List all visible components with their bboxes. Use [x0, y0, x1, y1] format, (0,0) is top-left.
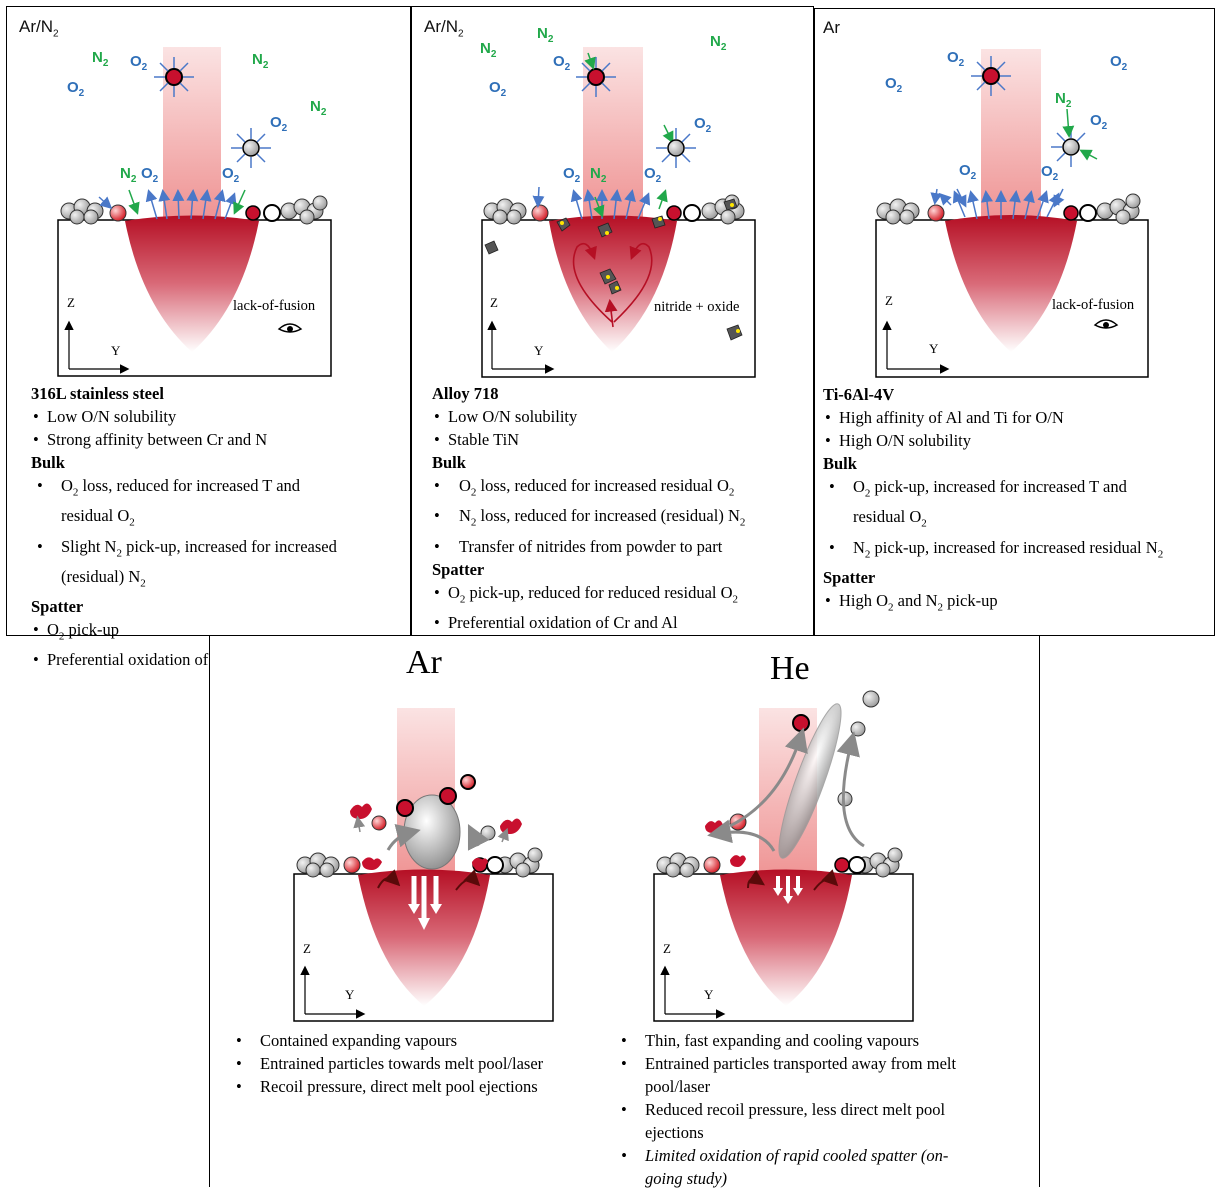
bulk-heading: Bulk: [432, 453, 466, 472]
o2-label: O2: [67, 79, 85, 99]
axis-z-label: Z: [885, 293, 893, 308]
bulk-item: O2 loss, reduced for increased T andresi…: [31, 474, 337, 535]
bulk-item: Slight N2 pick-up, increased for increas…: [31, 535, 337, 596]
bulk-item: O2 pick-up, increased for increased T an…: [823, 475, 1163, 536]
property-item: High affinity of Al and Ti for O/N: [823, 406, 1163, 429]
axis-y-label: Y: [929, 341, 939, 356]
spatter-item: O2 pick-up, reduced for reduced residual…: [432, 581, 745, 611]
bullet-item: Thin, fast expanding and cooling vapours: [615, 1029, 956, 1052]
o2-label: O2: [1090, 112, 1108, 132]
axis-z-label: Z: [490, 295, 498, 310]
spatter-item: Preferential oxidation of Cr and Al: [432, 611, 745, 634]
o2-label: O2: [885, 75, 903, 95]
bullet-item: Entrained particles transported away fro…: [615, 1052, 956, 1098]
text-block-316l: 316L stainless steel Low O/N solubility …: [31, 382, 337, 671]
atmosphere-title-ar: Ar: [406, 644, 442, 681]
o2-label: O2: [130, 53, 148, 73]
n2-label: N2: [252, 51, 269, 71]
o2-label: O2: [947, 49, 965, 69]
o2-label: O2: [1041, 163, 1059, 183]
text-block-alloy718: Alloy 718 Low O/N solubility Stable TiN …: [432, 382, 745, 664]
bullet-item: Reduced recoil pressure, less direct mel…: [615, 1098, 956, 1144]
bullets-ar: Contained expanding vapours Entrained pa…: [230, 1029, 543, 1098]
bullet-item: Recoil pressure, direct melt pool ejecti…: [230, 1075, 543, 1098]
bullet-item: Limited oxidation of rapid cooled spatte…: [615, 1144, 956, 1190]
bulk-item: Transfer of nitrides from powder to part: [432, 535, 745, 558]
o2-label: O2: [563, 165, 581, 185]
bulk-heading: Bulk: [31, 453, 65, 472]
bullets-he: Thin, fast expanding and cooling vapours…: [615, 1029, 956, 1190]
schematic-he: [653, 690, 914, 1022]
axis-y-label: Y: [534, 343, 544, 358]
o2-label: O2: [489, 79, 507, 99]
o2-label: O2: [553, 53, 571, 73]
alloy-title: 316L stainless steel: [31, 384, 164, 403]
property-item: High O/N solubility: [823, 429, 1163, 452]
axis-y-label: Y: [111, 343, 121, 358]
panel-ar-vs-he: Ar He: [209, 635, 1040, 1190]
bulk-heading: Bulk: [823, 454, 857, 473]
axis-z-label: Z: [663, 941, 671, 956]
bulk-item: N2 pick-up, increased for increased resi…: [823, 536, 1163, 566]
annotation: lack-of-fusion: [1052, 297, 1135, 313]
axis-y-label: Y: [345, 987, 355, 1002]
axis-z-label: Z: [67, 295, 75, 310]
schematic-ti6al4v: [875, 49, 1149, 378]
alloy-title: Ti-6Al-4V: [823, 385, 895, 404]
panel-316l: Ar/N2: [6, 6, 411, 671]
panel-ti6al4v: Ar: [814, 8, 1215, 636]
atmosphere-title-he: He: [770, 650, 810, 687]
n2-label: N2: [710, 33, 727, 53]
n2-label: N2: [590, 165, 607, 185]
schematic-ar: [293, 708, 554, 1022]
spatter-heading: Spatter: [31, 597, 84, 617]
bulk-item: N2 loss, reduced for increased (residual…: [432, 504, 745, 534]
atmosphere-label: Ar/N2: [19, 17, 59, 40]
property-item: Strong affinity between Cr and N: [31, 428, 337, 451]
o2-label: O2: [959, 162, 977, 182]
atmosphere-label: Ar: [823, 18, 840, 37]
o2-label: O2: [270, 114, 288, 134]
n2-label: N2: [310, 98, 327, 118]
n2-label: N2: [480, 40, 497, 60]
bullet-item: Contained expanding vapours: [230, 1029, 543, 1052]
o2-label: O2: [644, 165, 662, 185]
o2-label: O2: [222, 165, 240, 185]
spatter-item: O2 pick-up: [31, 618, 337, 648]
n2-label: N2: [1055, 90, 1072, 110]
annotation: nitride + oxide: [654, 299, 740, 315]
property-item: Low O/N solubility: [432, 405, 745, 428]
o2-label: O2: [141, 165, 159, 185]
atmosphere-label: Ar/N2: [424, 17, 464, 40]
spatter-item: High O2 and N2 pick-up: [823, 589, 1163, 619]
schematic-316l: [57, 47, 332, 377]
n2-label: N2: [92, 49, 109, 69]
schematic-alloy718: [481, 47, 756, 378]
axis-z-label: Z: [303, 941, 311, 956]
o2-label: O2: [694, 115, 712, 135]
text-block-ti6al4v: Ti-6Al-4V High affinity of Al and Ti for…: [823, 383, 1163, 619]
property-item: Stable TiN: [432, 428, 745, 451]
axis-y-label: Y: [704, 987, 714, 1002]
n2-label: N2: [537, 25, 554, 45]
spatter-heading: Spatter: [823, 567, 876, 587]
bulk-item: O2 loss, reduced for increased residual …: [432, 474, 745, 504]
panel-alloy718: Ar/N2: [411, 6, 814, 658]
alloy-title: Alloy 718: [432, 384, 499, 403]
bullet-item: Entrained particles towards melt pool/la…: [230, 1052, 543, 1075]
o2-label: O2: [1110, 53, 1128, 73]
property-item: Low O/N solubility: [31, 405, 337, 428]
n2-label: N2: [120, 165, 137, 185]
spatter-heading: Spatter: [432, 559, 485, 579]
annotation: lack-of-fusion: [233, 298, 316, 314]
